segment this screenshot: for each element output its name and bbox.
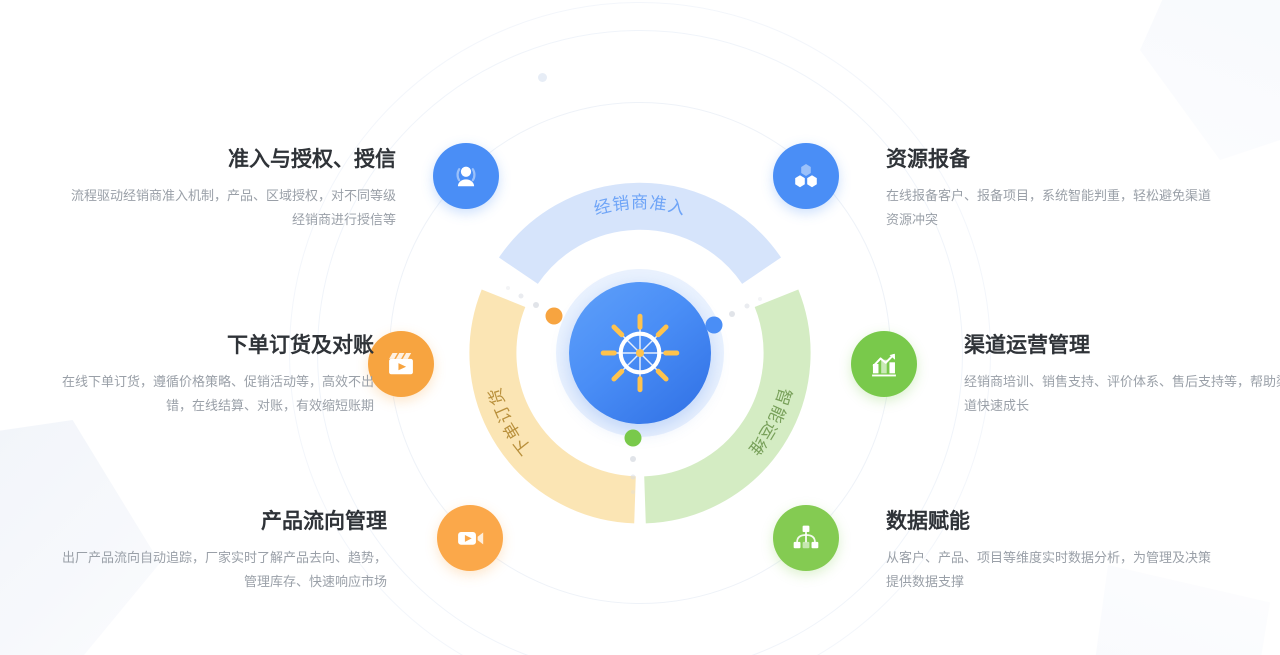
feature-description: 出厂产品流向自动追踪，厂家实时了解产品去向、趋势，管理库存、快速响应市场 [61,550,387,590]
hub-center [569,282,711,424]
feature-title: 产品流向管理 [261,510,387,533]
feature-title: 准入与授权、授信 [228,148,396,171]
feature-icon-product-flow-management[interactable] [437,505,503,571]
trail-dot [518,293,524,299]
honeycomb-icon [795,164,817,188]
trail-dot [630,474,636,480]
connector-dot-blue [705,316,723,334]
feature-block-ordering-reconciliation: 下单订货及对账 在线下单订货，遵循价格策略、促销活动等，高效不出错，在线结算、对… [44,332,374,418]
trail-dot [506,286,510,290]
feature-title: 下单订货及对账 [227,334,374,357]
feature-title: 资源报备 [886,148,970,171]
user-icon [456,166,476,187]
ring-segment-lower-right [643,289,811,524]
feature-description: 流程驱动经销商准入机制，产品、区域授权，对不同等级经销商进行授信等 [70,188,396,228]
video-camera-icon [458,532,484,545]
feature-title: 渠道运营管理 [964,334,1090,357]
growth-chart-icon [872,353,896,377]
feature-icon-ordering-reconciliation[interactable] [368,331,434,397]
feature-block-access-authorization-credit: 准入与授权、授信 流程驱动经销商准入机制，产品、区域授权，对不同等级经销商进行授… [66,146,396,232]
ship-helm-icon [600,313,680,393]
feature-icon-resource-filing[interactable] [773,143,839,209]
trail-dot [630,456,636,462]
guide-ring-marker-dot [538,73,547,82]
feature-description: 在线下单订货，遵循价格策略、促销活动等，高效不出错，在线结算、对账，有效缩短账期 [61,374,374,414]
trail-dot [729,311,735,317]
feature-block-resource-filing: 资源报备 在线报备客户、报备项目，系统智能判重，轻松避免渠道资源冲突 [886,146,1216,232]
ring-segment-top [498,182,782,285]
feature-block-channel-operation-management: 渠道运营管理 经销商培训、销售支持、评价体系、售后支持等，帮助渠道快速成长 [964,332,1280,418]
clapperboard-icon [389,352,413,375]
trail-dot [631,490,635,494]
decorative-polygon-top-right [1140,0,1280,160]
feature-icon-channel-operation-management[interactable] [851,331,917,397]
ring-segment-lower-left [469,289,637,524]
org-chart-icon [793,525,819,549]
feature-description: 在线报备客户、报备项目，系统智能判重，轻松避免渠道资源冲突 [886,188,1212,228]
ring-svg: 经销商准入 下单订货 智能运维 [469,182,811,524]
connector-dot-orange [545,307,563,325]
feature-block-data-empowerment: 数据赋能 从客户、产品、项目等维度实时数据分析，为管理及决策提供数据支撑 [886,508,1216,594]
trail-dot [758,297,762,301]
trail-dot [744,303,750,309]
feature-block-product-flow-management: 产品流向管理 出厂产品流向自动追踪，厂家实时了解产品去向、趋势，管理库存、快速响… [57,508,387,594]
feature-icon-access-authorization-credit[interactable] [433,143,499,209]
connector-dot-green [624,429,642,447]
feature-description: 从客户、产品、项目等维度实时数据分析，为管理及决策提供数据支撑 [886,550,1212,590]
feature-icon-data-empowerment[interactable] [773,505,839,571]
trail-dot [533,302,539,308]
feature-description: 经销商培训、销售支持、评价体系、售后支持等，帮助渠道快速成长 [964,374,1280,414]
feature-title: 数据赋能 [886,510,970,533]
